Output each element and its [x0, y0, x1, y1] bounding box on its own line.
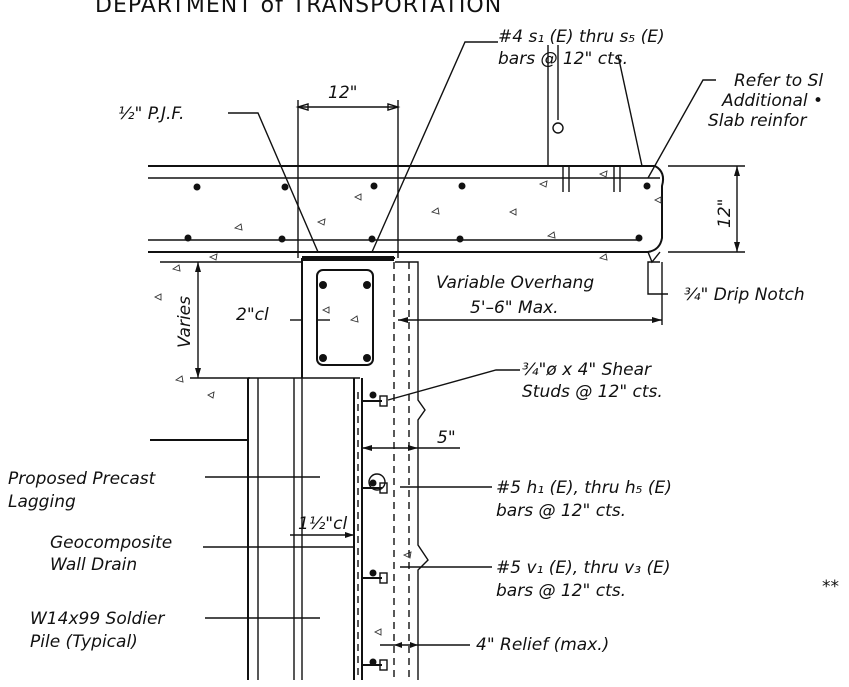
s-bars-label: #4 s₁ (E) thru s₅ (E) [498, 27, 665, 47]
shear-studs-label: ¾"ø x 4" Shear [522, 360, 652, 380]
dim-12-right: 12" [715, 199, 735, 228]
h-bars-label-2: bars @ 12" cts. [496, 501, 626, 521]
v-bars-label-2: bars @ 12" cts. [496, 581, 626, 601]
drawing-title: DEPARTMENT of TRANSPORTATION [95, 0, 502, 18]
variable-overhang-max: 5'–6" Max. [470, 298, 559, 318]
dim-5-label: 5" [437, 428, 456, 448]
deck-slab [148, 165, 665, 264]
varies-label: Varies [175, 296, 195, 348]
soldier-pile-label: W14x99 Soldier [30, 609, 165, 629]
leader-lines [203, 41, 716, 619]
h-bars-label: #5 h₁ (E), thru h₅ (E) [496, 478, 672, 498]
pjf-label: ½" P.J.F. [118, 104, 184, 124]
v-bars-label: #5 v₁ (E), thru v₃ (E) [496, 558, 670, 578]
asterisk-note: ** [822, 577, 839, 597]
slab-rebar [184, 182, 651, 243]
refer-note-1: Refer to Sl [734, 71, 823, 91]
railing-post [547, 45, 643, 192]
refer-note-3: Slab reinfor [708, 111, 807, 131]
drip-notch-label: ¾" Drip Notch [684, 285, 805, 305]
shear-studs [362, 391, 388, 671]
soldier-pile [150, 377, 363, 680]
concrete-hatch [153, 170, 662, 636]
shear-studs-label-2: Studs @ 12" cts. [522, 382, 663, 402]
s-bars-label-2: bars @ 12" cts. [498, 49, 628, 69]
annotations: #4 s₁ (E) thru s₅ (E) bars @ 12" cts. Re… [8, 27, 839, 655]
lagging-label: Proposed Precast [8, 469, 157, 489]
clearance-2-label: 2"cl [236, 305, 269, 325]
soldier-pile-label-2: Pile (Typical) [30, 632, 138, 652]
refer-note-2: Additional • [721, 91, 823, 111]
dim-12-top: 12" [328, 83, 357, 103]
drain-label: Geocomposite [50, 533, 172, 553]
cap-beam [301, 256, 429, 680]
drain-label-2: Wall Drain [50, 555, 137, 575]
clearance-1half-label: 1½"cl [298, 514, 347, 534]
relief-label: 4" Relief (max.) [476, 635, 609, 655]
variable-overhang-label: Variable Overhang [436, 273, 594, 293]
lagging-label-2: Lagging [8, 492, 76, 512]
